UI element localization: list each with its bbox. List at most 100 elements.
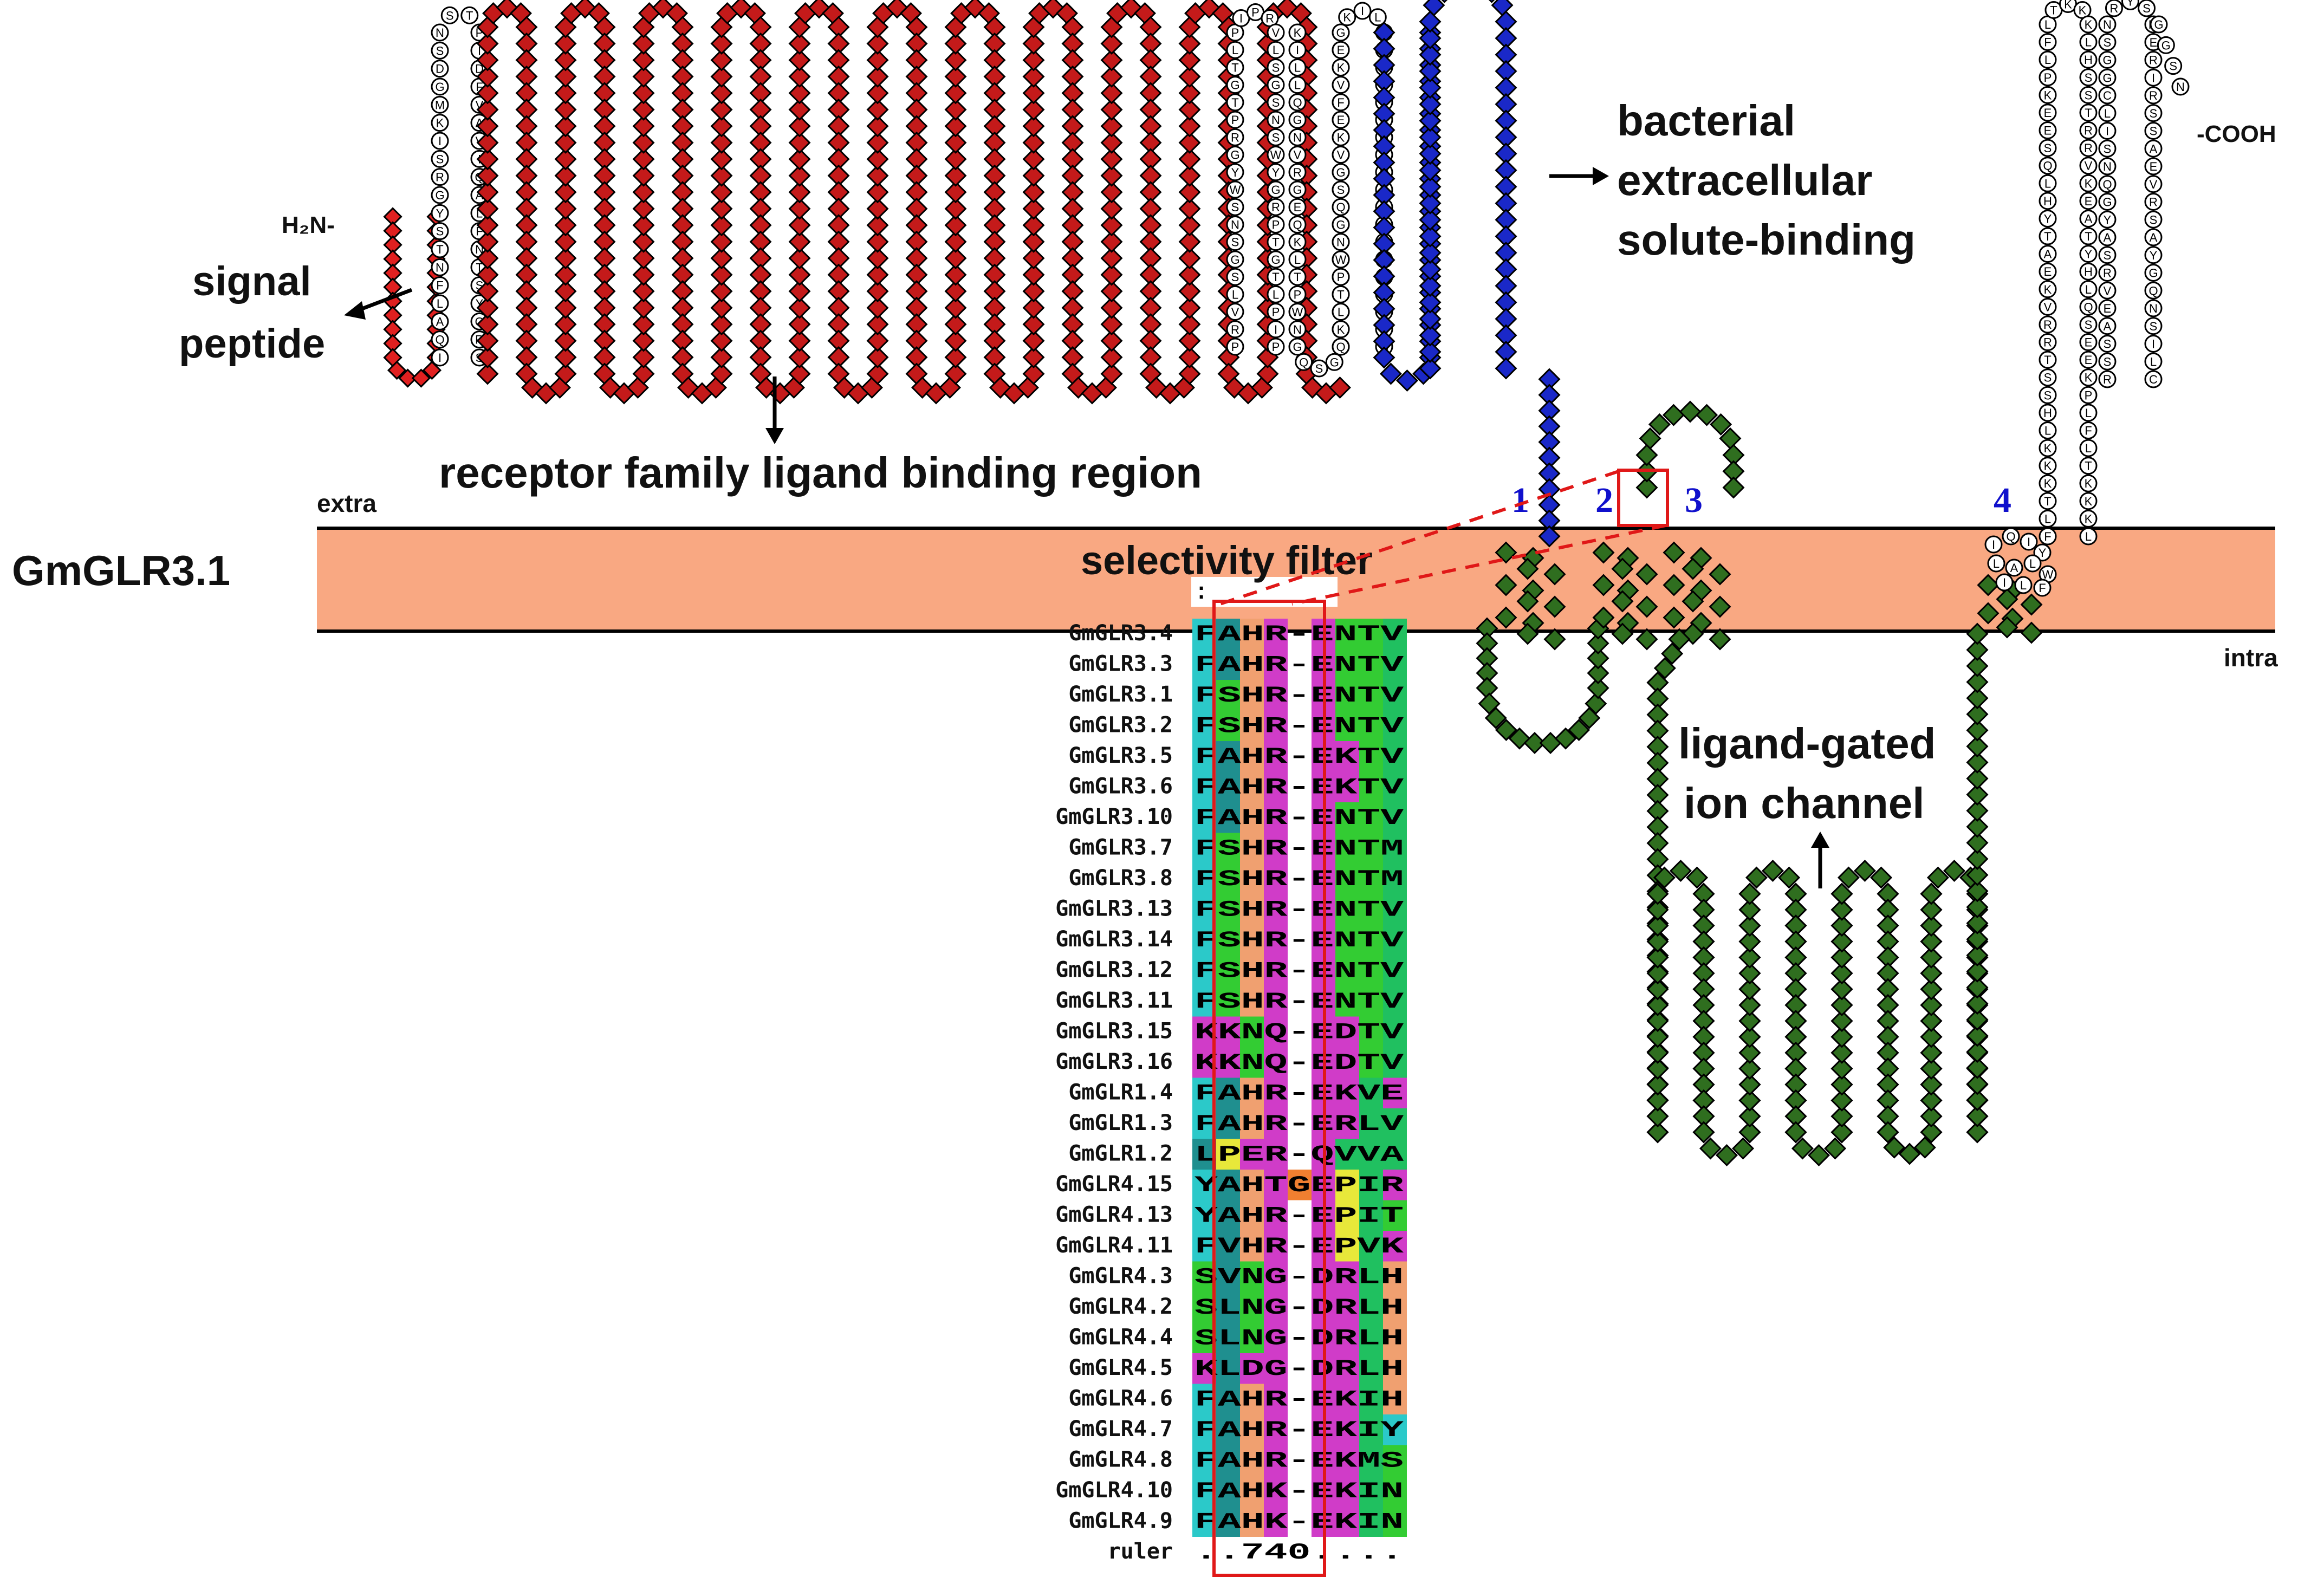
ion-channel-residue <box>1830 1041 1853 1064</box>
cterm-open-residue-letter: S <box>2104 249 2112 262</box>
alignment-row-sequence: FAHR-ERLV <box>1195 1111 1404 1137</box>
receptor-region-residue <box>1061 16 1084 38</box>
receptor-region-residue <box>827 280 850 303</box>
tm4-open-residue-letter: Q <box>2006 530 2015 543</box>
ion-channel-residue <box>1692 994 1715 1016</box>
receptor-region-residue <box>554 115 577 138</box>
receptor-region-arrowhead <box>765 428 784 444</box>
alignment-cell <box>1335 1353 1359 1384</box>
ion-channel-residue <box>1898 1142 1921 1165</box>
cterm-open-residue <box>2164 57 2183 75</box>
mid-open-residue-letter: S <box>1337 183 1345 197</box>
receptor-region-residue <box>632 214 655 237</box>
ion-channel-residue <box>1722 460 1745 483</box>
receptor-region-residue <box>476 148 499 171</box>
mid-open-residue <box>1226 93 1244 112</box>
mid-open-residue <box>1310 359 1328 378</box>
ion-channel-residue <box>1692 1089 1715 1112</box>
receptor-region-residue <box>554 181 577 204</box>
ion-channel-residue <box>1784 1057 1807 1080</box>
alignment-cell <box>1383 1506 1407 1537</box>
mid-open-residue-letter: P <box>1272 306 1280 319</box>
mid-open-residue <box>1332 337 1350 356</box>
receptor-region-residue <box>944 32 967 55</box>
solute-binding-residue <box>1419 291 1442 314</box>
mid-open-residue <box>1332 93 1350 112</box>
receptor-region-residue <box>827 49 850 72</box>
receptor-region-residue <box>554 329 577 352</box>
receptor-region-residue <box>866 362 889 385</box>
alignment-row-name: GmGLR3.8 <box>1068 866 1173 891</box>
ion-channel-residue <box>1966 783 1989 806</box>
receptor-region-residue <box>1178 164 1201 187</box>
cterm-open-residue-letter: L <box>2104 107 2111 120</box>
mid-open-residue <box>1267 285 1285 303</box>
receptor-region-residue <box>944 65 967 88</box>
alignment-cell <box>1192 710 1216 741</box>
ion-channel-residue <box>1778 866 1801 889</box>
cterm-open-residue-letter: L <box>2044 424 2051 437</box>
nterm-open-residue-letter: R <box>436 171 444 184</box>
alignment-row-name: GmGLR3.11 <box>1055 988 1173 1013</box>
ion-channel-residue <box>1646 816 1669 839</box>
receptor-region-residue <box>788 346 811 369</box>
mid-open-residue <box>1332 111 1350 129</box>
ion-channel-residue <box>1646 1089 1669 1112</box>
ion-channel-residue <box>1966 1073 1989 1095</box>
mid-open-residue-letter: K <box>1343 11 1351 24</box>
receptor-region-residue <box>788 82 811 105</box>
receptor-region-residue <box>944 247 967 270</box>
alignment-row-name: GmGLR4.10 <box>1055 1478 1173 1503</box>
receptor-region-residue <box>710 49 733 72</box>
ion-channel-residue <box>1966 751 1989 774</box>
cterm-open-residue <box>2144 51 2163 69</box>
alignment-cell <box>1240 833 1264 864</box>
alignment-row-name: GmGLR4.9 <box>1068 1509 1173 1534</box>
mid-open-residue-letter: W <box>1270 148 1282 162</box>
receptor-region-residue <box>632 148 655 171</box>
alignment-cell <box>1335 619 1359 650</box>
alignment-cell <box>1240 1384 1264 1414</box>
cterm-open-residue-letter: N <box>2149 302 2158 315</box>
cterm-open-residue-letter: K <box>2044 477 2052 490</box>
cterm-open-residue-letter: Q <box>2083 300 2093 314</box>
cterm-open-residue <box>2144 281 2163 300</box>
alignment-cell <box>1264 1353 1288 1384</box>
mid-open-residue-letter: N <box>1271 113 1280 127</box>
receptor-region-residue <box>866 82 889 105</box>
receptor-region-residue <box>866 115 889 138</box>
receptor-region-residue <box>710 32 733 55</box>
receptor-region-residue <box>749 82 772 105</box>
solute-binding-residue <box>1419 93 1442 115</box>
alignment-cell <box>1216 1077 1240 1108</box>
ion-channel-residue <box>1966 847 1989 870</box>
alignment-cell <box>1359 894 1383 925</box>
ion-channel-residue <box>1877 1041 1899 1064</box>
solute-binding-residue <box>1495 291 1517 314</box>
ion-channel-residue <box>1738 1057 1761 1080</box>
alignment-cell <box>1192 1414 1216 1445</box>
mid-open-residue-letter: N <box>1293 323 1302 336</box>
receptor-region-residue <box>788 115 811 138</box>
solute-binding-residue <box>1419 275 1442 297</box>
receptor-region-residue <box>1100 214 1123 237</box>
mid-open-residue-letter: P <box>1231 113 1239 127</box>
ion-channel-residue <box>1966 912 1989 934</box>
receptor-region-residue <box>749 16 772 38</box>
receptor-region-residue <box>593 131 616 154</box>
cterm-open-residue <box>2039 350 2057 369</box>
alignment-row-sequence: FSHR-ENTM <box>1195 866 1404 892</box>
solute-binding-residue <box>1373 232 1395 255</box>
ion-channel-residue <box>1784 914 1807 937</box>
ion-channel-residue <box>1920 994 1943 1016</box>
alignment-row-name: GmGLR4.6 <box>1068 1386 1173 1411</box>
alignment-cell <box>1216 1476 1240 1507</box>
alignment-cell <box>1359 1047 1383 1078</box>
ion-channel-residue <box>1663 541 1685 564</box>
receptor-region-residue <box>710 164 733 187</box>
alignment-row-sequence: KKNQ-EDTV <box>1195 1020 1404 1046</box>
alignment-cell <box>1240 1231 1264 1262</box>
ion-channel-residue <box>1738 882 1761 905</box>
receptor-region-residue <box>983 313 1006 336</box>
receptor-region-residue <box>788 148 811 171</box>
